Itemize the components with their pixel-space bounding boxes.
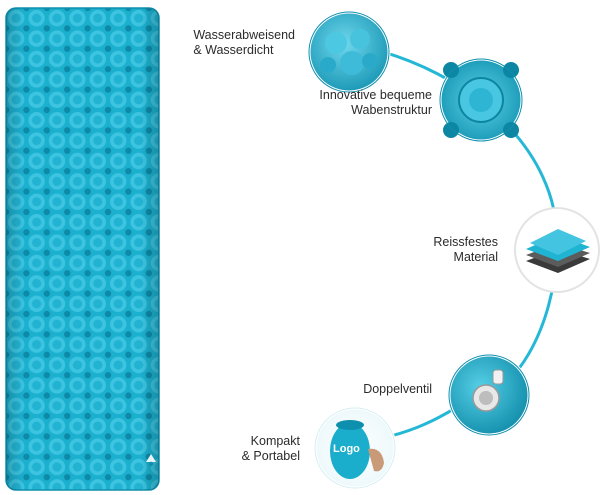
bag-detail-image [313, 406, 397, 490]
material-layers-image [514, 207, 600, 293]
feature-label-compact: Kompakt & Portabel [241, 434, 300, 463]
mat-logo-icon [146, 454, 156, 467]
feature-label-tearproof: Reissfestes Material [433, 235, 498, 264]
honeycomb-detail-image [438, 57, 524, 143]
bag-logo-text: Logo [333, 443, 360, 455]
feature-label-honeycomb: Innovative bequeme Wabenstruktur [319, 88, 432, 117]
feature-label-valve: Doppelventil [363, 382, 432, 396]
waterproof-detail-image [307, 10, 391, 94]
feature-label-waterproof: Wasserabweisend & Wasserdicht [193, 28, 295, 57]
valve-detail-image [447, 353, 531, 437]
